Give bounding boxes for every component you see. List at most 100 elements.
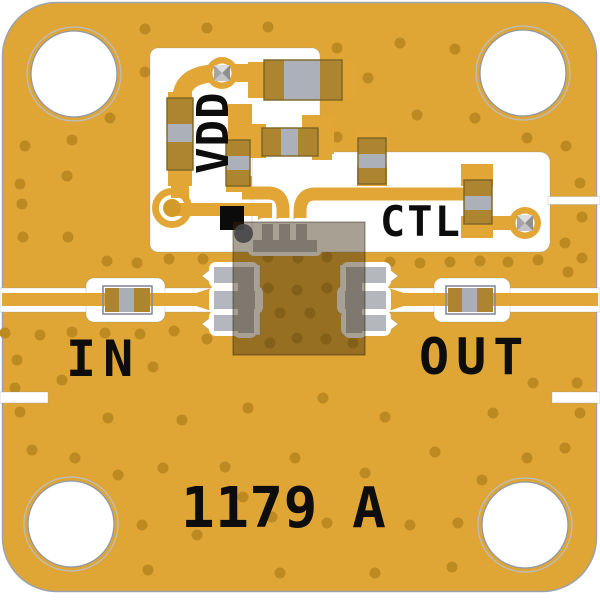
via-dot: [321, 251, 333, 263]
via-dot: [429, 446, 441, 458]
via-dot: [242, 402, 254, 414]
board-number: 1179 A: [181, 476, 386, 541]
left-edge-stub: [0, 391, 49, 404]
label-in: IN: [66, 330, 140, 388]
via-dot: [521, 132, 533, 144]
via-dot: [274, 567, 286, 579]
via-dot: [414, 257, 426, 269]
via-facet-icon: [214, 65, 230, 81]
via-dot: [136, 519, 148, 531]
via-dot: [474, 255, 486, 267]
via-dot: [11, 354, 23, 366]
via-dot: [559, 442, 571, 454]
via-dot: [359, 467, 371, 479]
via-dot: [201, 22, 213, 34]
via-dot: [266, 511, 278, 523]
via-dot: [17, 231, 29, 243]
via-dot: [197, 253, 209, 265]
via-dot: [321, 517, 333, 529]
via-dot: [320, 333, 332, 345]
via-dot: [331, 131, 343, 143]
via-dot: [559, 237, 571, 249]
via-dot: [61, 170, 73, 182]
via-facet-icon: [517, 215, 533, 231]
mounting-hole-bottom-right: [477, 477, 573, 573]
via-dot: [34, 329, 46, 341]
pin1-dot: [234, 224, 253, 243]
mounting-hole-top-left: [26, 26, 122, 122]
via-dot: [157, 462, 169, 474]
testpoint-ring: [152, 188, 192, 228]
via-dot: [379, 411, 391, 423]
chip-pad-top-bar: [253, 240, 317, 252]
via-dot: [521, 452, 533, 464]
mounting-hole-top-right: [475, 25, 571, 121]
via-dot: [291, 332, 303, 344]
ctl-edge-slit: [547, 196, 600, 205]
vdd-via: [206, 57, 238, 89]
chip-pad-left-spine: [238, 267, 254, 333]
via-dot: [571, 377, 583, 389]
via-dot: [201, 333, 213, 345]
via-dot: [452, 517, 464, 529]
via-dot: [139, 66, 151, 78]
via-dot: [0, 327, 11, 339]
via-dot: [134, 328, 146, 340]
via-dot: [317, 392, 329, 404]
via-dot: [139, 23, 151, 35]
via-dot: [576, 252, 588, 264]
via-dot: [112, 469, 124, 481]
via-dot: [104, 112, 116, 124]
via-dot: [274, 307, 286, 319]
via-dot: [163, 253, 175, 265]
ctl-via-link-trace: [488, 216, 514, 230]
via-dot: [574, 407, 586, 419]
big-bypass-component: [263, 59, 343, 101]
ctl-trace: [293, 187, 476, 240]
label-out: OUT: [419, 328, 530, 386]
via-dot: [62, 231, 74, 243]
via-dot: [449, 43, 461, 55]
via-dot: [321, 282, 333, 294]
chip-pad-top-3: [296, 224, 307, 242]
via-dot: [262, 21, 274, 33]
via-dot: [291, 284, 303, 296]
via-dot: [99, 327, 111, 339]
chip-pad-top-2: [279, 224, 290, 242]
ctl-via: [509, 207, 541, 239]
bypass-component: [225, 139, 251, 187]
via-dot: [66, 326, 78, 338]
via-dot: [19, 140, 31, 152]
in-blocking-cap: [102, 285, 153, 315]
out-blocking-cap: [445, 285, 496, 315]
via-dot: [14, 178, 26, 190]
via-dot: [576, 211, 588, 223]
vdd-testpoint-pad: [152, 188, 192, 228]
via-dot: [476, 474, 488, 486]
via-dot: [289, 452, 301, 464]
via-dot: [404, 519, 416, 531]
via-dot: [26, 444, 38, 456]
via-dot: [168, 325, 180, 337]
testpoint-center: [163, 199, 181, 217]
via-dot: [66, 134, 78, 146]
via-dot: [502, 256, 514, 268]
big-cap-left-pad: [248, 62, 268, 98]
via-dot: [176, 414, 188, 426]
via-dot: [191, 529, 203, 541]
via-dot: [142, 564, 154, 576]
via-dot: [262, 282, 274, 294]
big-cap-right-pad: [338, 62, 358, 98]
via-dot: [304, 307, 316, 319]
via-dot: [444, 256, 456, 268]
via-dot: [560, 140, 572, 152]
via-dot: [487, 407, 499, 419]
qfn-chip: [232, 221, 366, 356]
via-dot: [446, 561, 458, 573]
mounting-hole-bottom-left: [23, 476, 119, 572]
via-dot: [101, 255, 113, 267]
chip-pad-top-1: [262, 224, 273, 242]
via-dot: [147, 361, 159, 373]
via-dot: [102, 412, 114, 424]
